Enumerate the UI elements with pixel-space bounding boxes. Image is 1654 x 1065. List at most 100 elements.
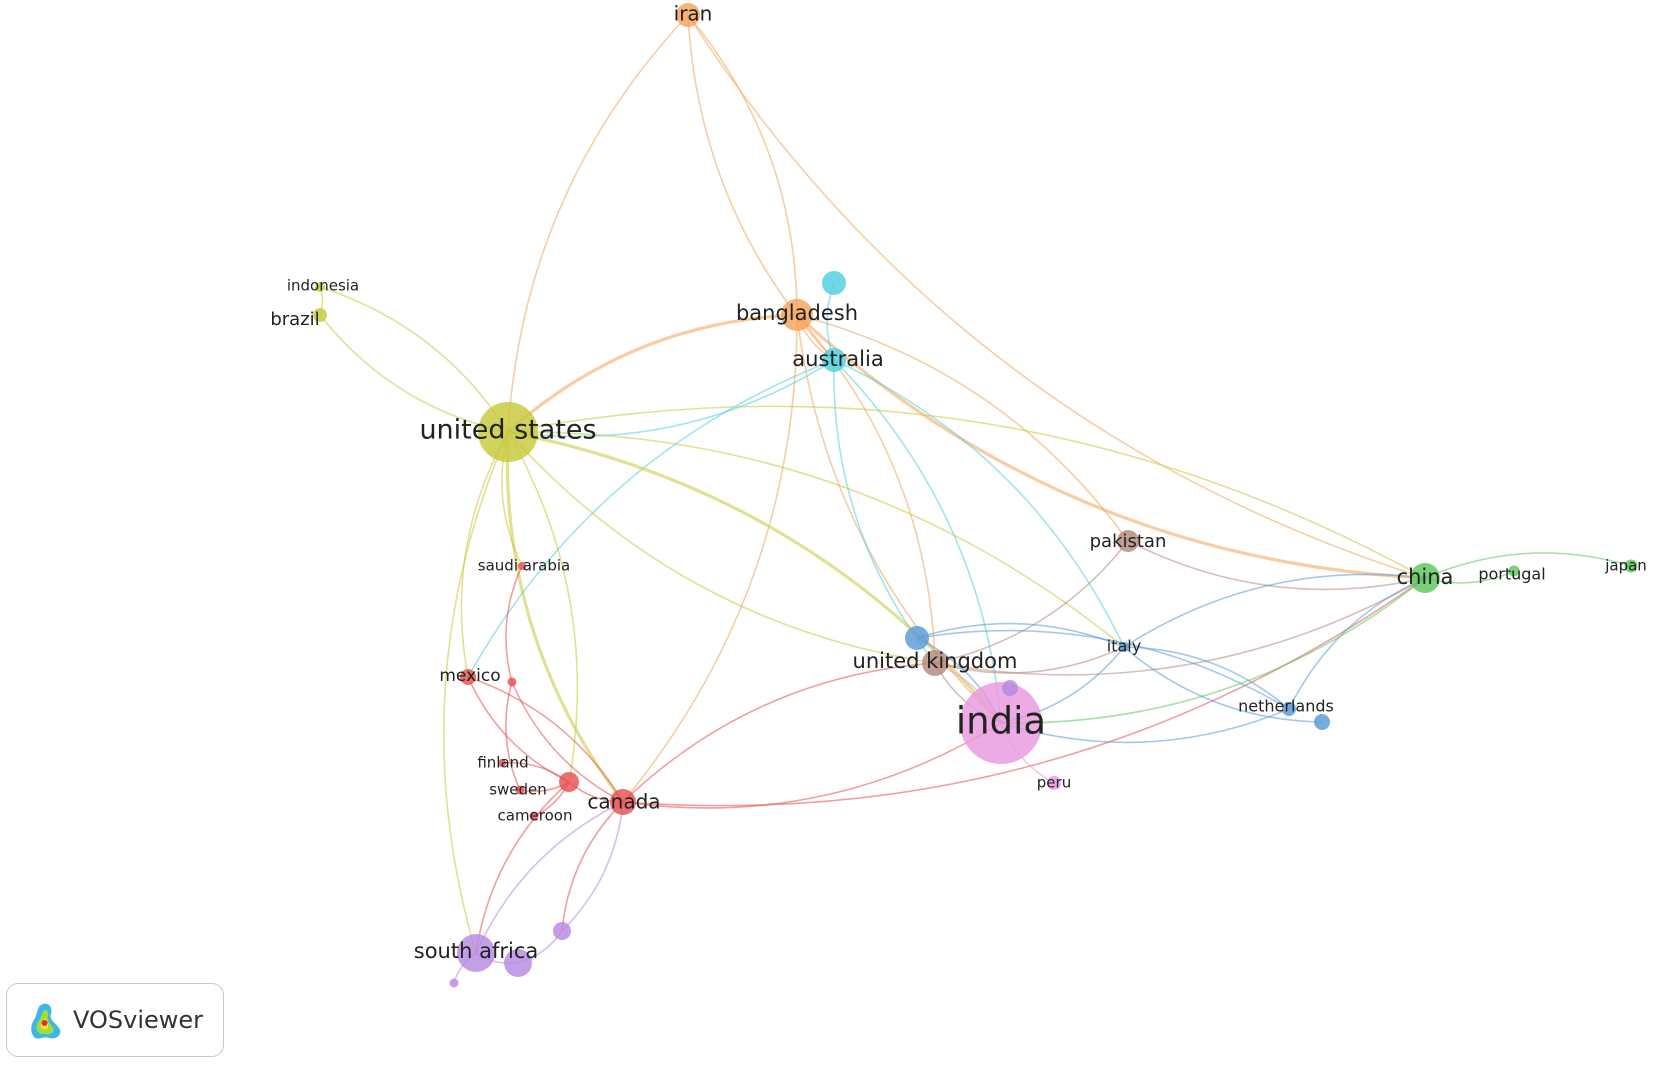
link-purple3-canada — [561, 801, 624, 932]
label-peru: peru — [1037, 774, 1071, 792]
label-united-kingdom: united kingdom — [853, 649, 1018, 673]
link-united-states-china — [507, 405, 1426, 579]
link-saudi-arabia-red-small — [505, 565, 523, 683]
link-italy-netherlands — [1123, 646, 1290, 710]
node-peru[interactable] — [1047, 776, 1061, 790]
node-purple2[interactable] — [504, 949, 532, 977]
link-bangladesh-india — [796, 314, 1002, 724]
node-red-small[interactable] — [507, 677, 517, 687]
node-mexico[interactable] — [460, 669, 476, 685]
node-bangladesh[interactable] — [781, 299, 813, 331]
label-bangladesh: bangladesh — [736, 301, 858, 325]
node-canada[interactable] — [610, 789, 636, 815]
link-iran-bangladesh — [687, 14, 798, 316]
node-cameroon[interactable] — [529, 811, 539, 821]
node-italy[interactable] — [1119, 642, 1129, 652]
link-south-africa-canada — [475, 801, 624, 954]
link-united-states-italy — [507, 431, 1125, 648]
label-united-states: united states — [419, 415, 596, 446]
node-china[interactable] — [1410, 563, 1440, 593]
link-bangladesh-canada — [622, 314, 798, 803]
node-india[interactable] — [960, 682, 1042, 764]
link-layer — [319, 14, 1632, 984]
node-blue-uk[interactable] — [905, 626, 929, 650]
label-south-africa: south africa — [414, 939, 538, 963]
label-china: china — [1397, 565, 1454, 589]
label-australia: australia — [792, 347, 883, 371]
link-canada-purple3 — [561, 801, 624, 932]
node-portugal[interactable] — [1508, 565, 1520, 577]
link-australia-mexico — [467, 359, 835, 678]
node-purple3[interactable] — [553, 922, 571, 940]
node-layer — [313, 3, 1638, 988]
link-united-states-united-kingdom — [507, 431, 936, 664]
label-india: india — [956, 700, 1046, 743]
link-iran-united-states — [507, 14, 689, 433]
label-portugal: portugal — [1478, 565, 1545, 584]
link-china-india — [1000, 577, 1426, 724]
link-bangladesh-united-states — [506, 313, 798, 434]
node-iran[interactable] — [676, 3, 700, 27]
link-united-kingdom-china — [934, 577, 1426, 676]
link-australia-italy — [833, 359, 1125, 648]
link-canada-united-kingdom — [622, 662, 936, 803]
node-red-mid[interactable] — [559, 772, 579, 792]
node-brazil[interactable] — [313, 308, 327, 322]
node-netherlands[interactable] — [1282, 702, 1296, 716]
link-pakistan-united-kingdom — [934, 540, 1129, 664]
link-bangladesh-pakistan — [796, 314, 1129, 542]
link-united-states-south-africa — [442, 431, 509, 954]
node-south-africa[interactable] — [457, 934, 495, 972]
label-sweden: sweden — [489, 781, 547, 799]
link-canada-india — [622, 722, 1002, 809]
link-netherlands-china — [1288, 577, 1426, 710]
vosviewer-logo-icon — [31, 1003, 61, 1039]
label-finland: finland — [477, 754, 528, 772]
label-indonesia: indonesia — [287, 277, 359, 295]
node-sweden[interactable] — [515, 785, 525, 795]
label-mexico: mexico — [439, 666, 500, 686]
label-italy: italy — [1107, 637, 1141, 656]
link-pakistan-china — [1127, 540, 1426, 591]
link-united-states-canada — [505, 431, 625, 803]
link-mexico-canada — [467, 676, 624, 803]
link-united-states-india — [507, 430, 1003, 725]
link-blue-uk-italy — [916, 622, 1125, 648]
node-purple-india[interactable] — [1002, 680, 1018, 696]
vosviewer-label: VOSviewer — [73, 1006, 204, 1034]
node-cyan2[interactable] — [822, 271, 846, 295]
link-australia-india — [833, 359, 1002, 724]
link-united-states-mexico — [460, 431, 509, 678]
link-blue-nl-italy — [1123, 646, 1323, 723]
label-iran: iran — [674, 2, 713, 26]
link-indonesia-united-states — [319, 286, 509, 433]
link-united-kingdom-italy — [934, 646, 1125, 674]
node-finland[interactable] — [498, 759, 506, 767]
node-indonesia[interactable] — [315, 282, 325, 292]
node-blue-nl[interactable] — [1314, 714, 1330, 730]
link-red-mid-south-africa — [475, 781, 570, 954]
link-australia-united-states — [507, 359, 835, 438]
link-canada-china — [622, 577, 1426, 807]
node-pakistan[interactable] — [1117, 530, 1139, 552]
vosviewer-badge: VOSviewer — [6, 983, 224, 1057]
label-cameroon: cameroon — [498, 807, 573, 825]
label-layer: iranbangladeshaustraliaindonesiabrazilun… — [270, 2, 1646, 964]
label-canada: canada — [587, 790, 660, 814]
node-united-kingdom[interactable] — [922, 650, 948, 676]
node-united-states[interactable] — [478, 402, 538, 462]
label-japan: japan — [1604, 557, 1647, 575]
node-saudi-arabia[interactable] — [518, 562, 526, 570]
label-pakistan: pakistan — [1090, 531, 1167, 552]
link-iran-china — [687, 14, 1426, 579]
label-netherlands: netherlands — [1238, 697, 1334, 716]
node-purple4[interactable] — [449, 978, 459, 988]
link-blue-uk-netherlands — [916, 629, 1290, 710]
link-united-states-red-mid — [507, 431, 579, 783]
node-australia[interactable] — [822, 348, 846, 372]
link-red-small-sweden — [505, 681, 521, 791]
node-japan[interactable] — [1624, 559, 1638, 573]
link-italy-china — [1123, 573, 1426, 648]
label-saudi-arabia: saudi arabia — [478, 557, 570, 575]
